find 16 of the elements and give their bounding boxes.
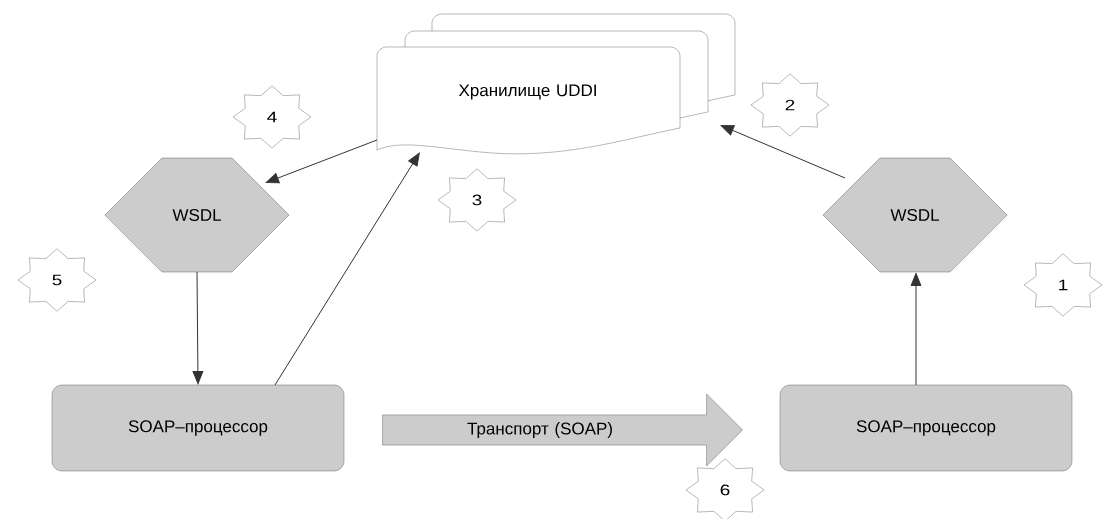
- arrow: [274, 152, 420, 386]
- process-box: SOAP–процессор: [779, 384, 1073, 472]
- process-box: SOAP–процессор: [51, 384, 345, 472]
- arrow: [192, 271, 204, 385]
- step-star: 4: [232, 85, 312, 149]
- arrow: [720, 125, 846, 179]
- document-stack: Хранилище UDDI: [376, 46, 681, 155]
- wsdl-hexagon: WSDL: [822, 157, 1008, 273]
- step-star: 1: [1023, 253, 1103, 317]
- step-star: 2: [750, 73, 830, 137]
- step-star: 3: [437, 168, 517, 232]
- step-star: 5: [17, 248, 97, 312]
- arrow: [265, 139, 378, 184]
- arrow: [910, 272, 922, 386]
- step-star: 6: [685, 458, 765, 519]
- wsdl-hexagon: WSDL: [104, 157, 290, 273]
